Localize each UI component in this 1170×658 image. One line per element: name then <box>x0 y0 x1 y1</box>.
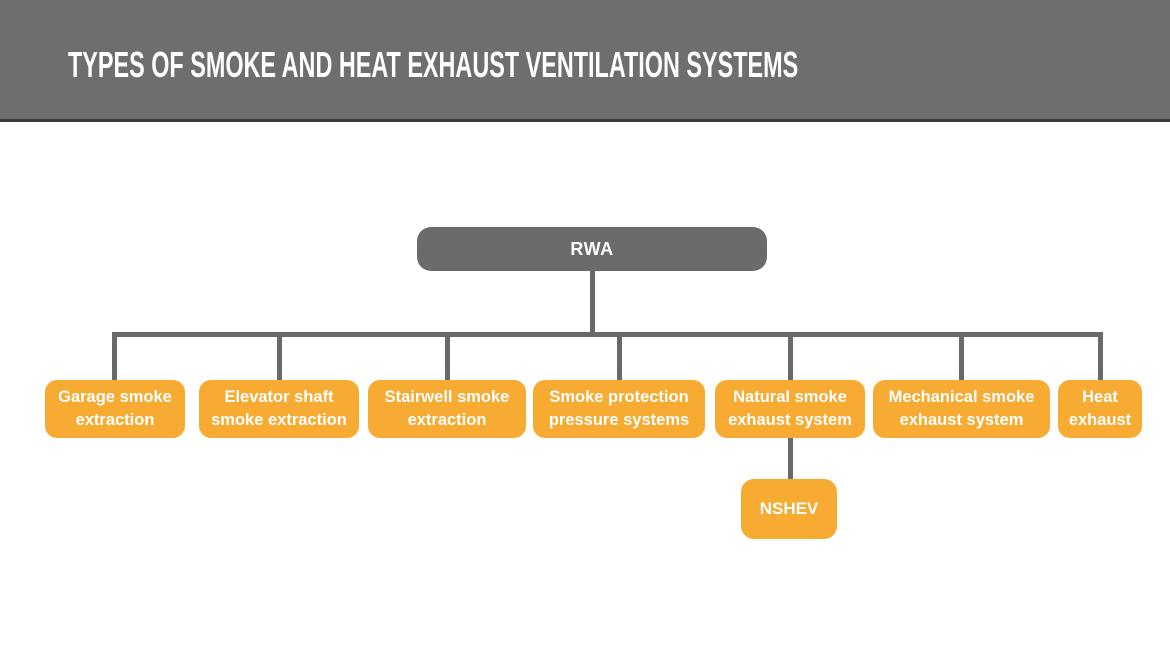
node-natural-smoke-exhaust: Natural smoke exhaust system <box>715 380 865 438</box>
node-mechanical-smoke-exhaust: Mechanical smoke exhaust system <box>873 380 1050 438</box>
connector-drop-elevator <box>276 332 282 382</box>
node-heat-exhaust: Heat exhaust <box>1058 380 1142 438</box>
connector-drop-heat <box>1097 332 1103 382</box>
connector-drop-pressure <box>616 332 622 382</box>
node-rwa: RWA <box>417 227 767 271</box>
page-title: TYPES OF SMOKE AND HEAT EXHAUST VENTILAT… <box>68 44 799 85</box>
node-smoke-pressure-systems: Smoke protection pressure systems <box>533 380 705 438</box>
connector-drop-garage <box>112 332 117 382</box>
node-stairwell-smoke-extraction: Stairwell smoke extraction <box>368 380 526 438</box>
node-elevator-shaft-extraction: Elevator shaft smoke extraction <box>199 380 359 438</box>
connector-drop-nshev <box>787 436 793 482</box>
connector-horizontal-rail <box>112 332 1103 337</box>
node-garage-smoke-extraction: Garage smoke extraction <box>45 380 185 438</box>
header-bar: TYPES OF SMOKE AND HEAT EXHAUST VENTILAT… <box>0 0 1170 122</box>
connector-drop-stairwell <box>444 332 450 382</box>
node-nshev: NSHEV <box>741 479 837 539</box>
connector-drop-mechanical <box>959 332 964 382</box>
connector-root-vertical <box>590 268 595 337</box>
connector-drop-natural <box>787 332 793 382</box>
